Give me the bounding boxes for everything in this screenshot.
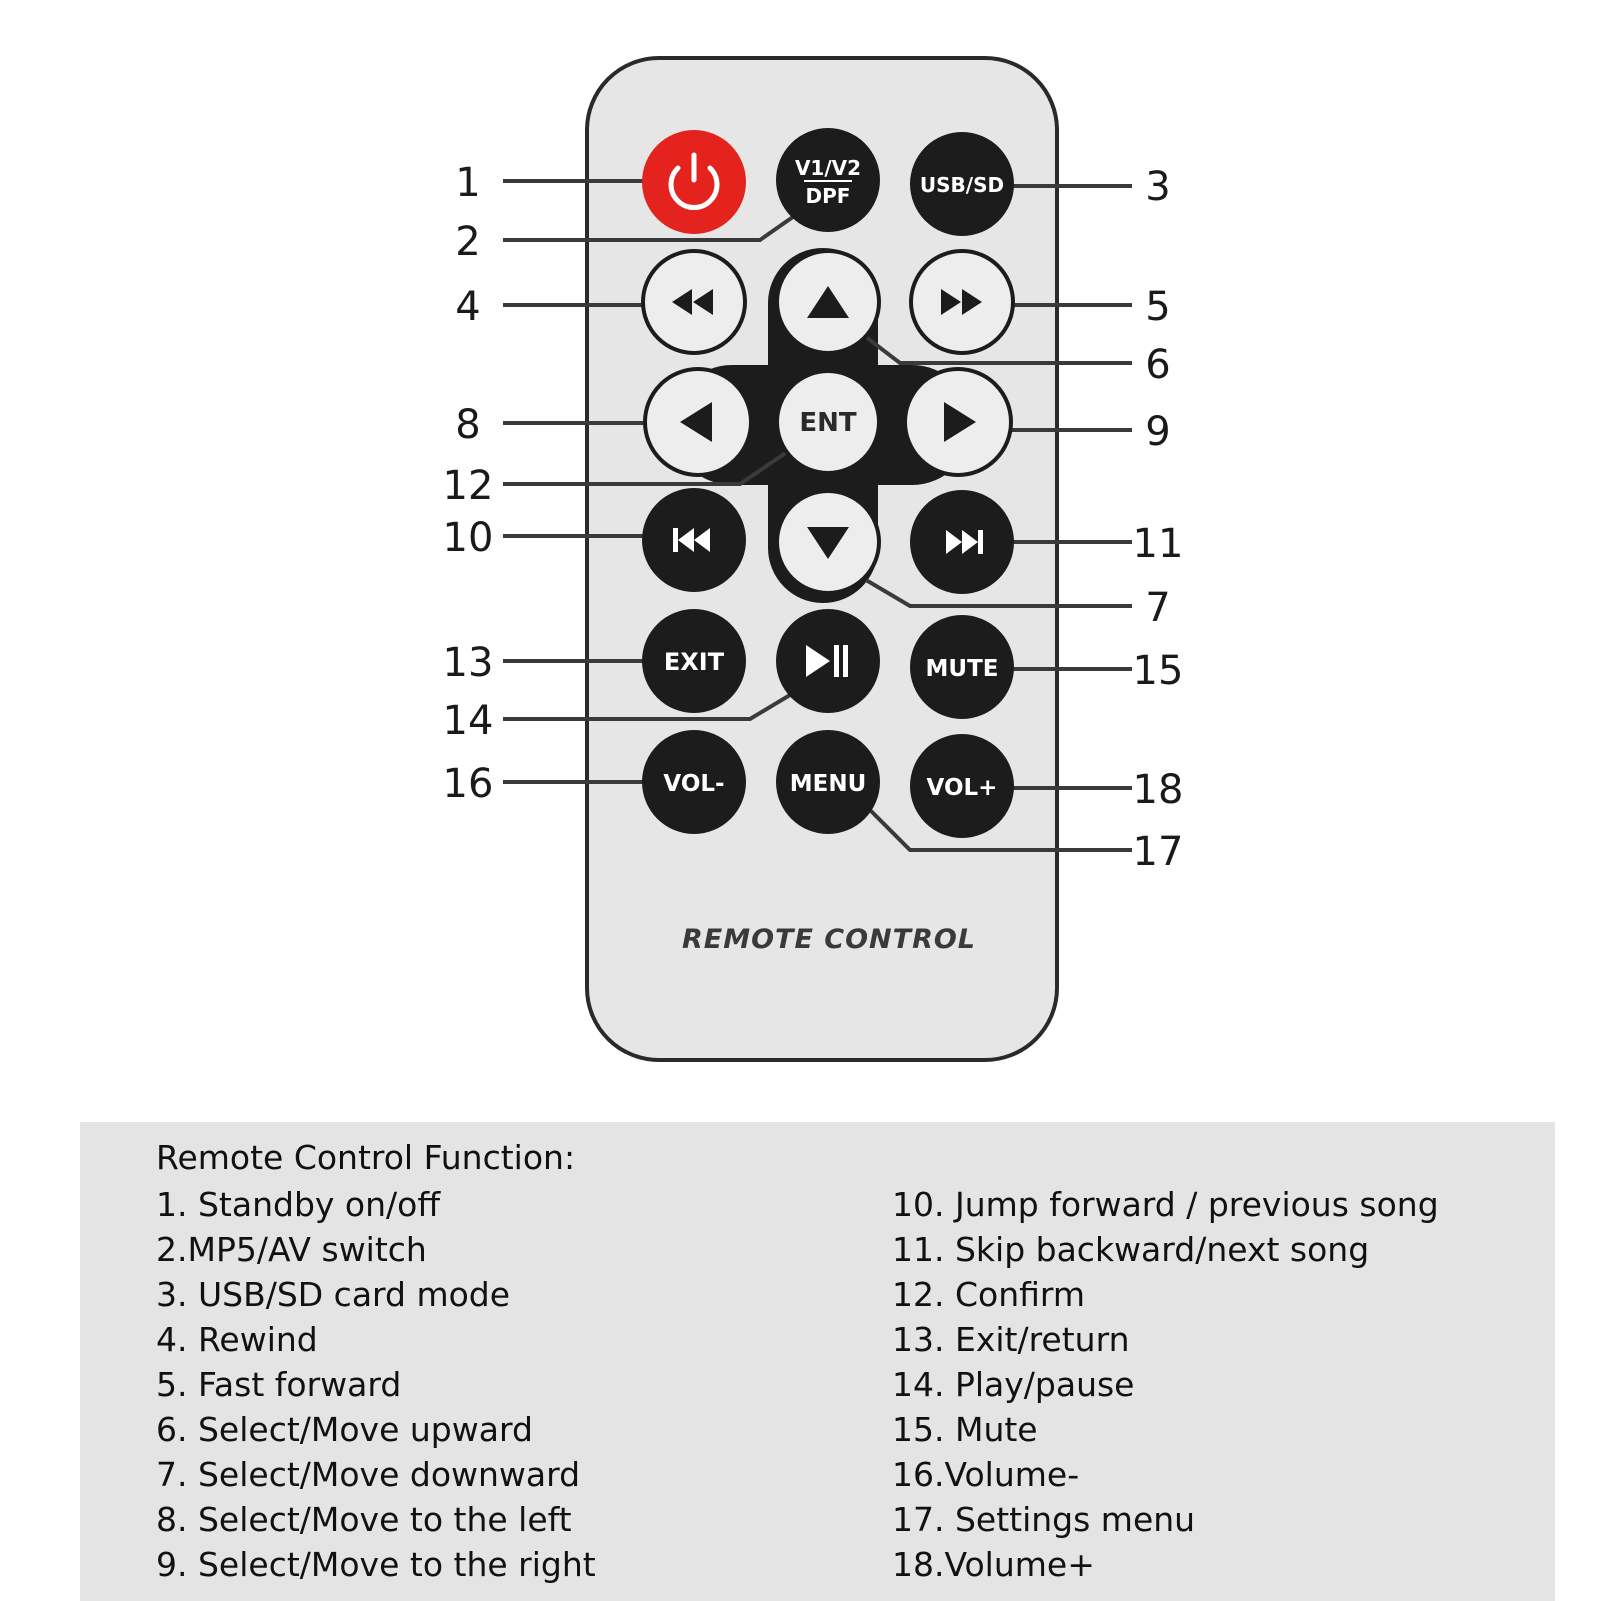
mute-label: MUTE <box>926 656 999 682</box>
power-icon <box>668 152 720 211</box>
callout-17: 17 <box>1133 829 1184 875</box>
legend-item: 1. Standby on/off <box>156 1185 441 1224</box>
power-button[interactable] <box>642 130 746 234</box>
callout-11: 11 <box>1133 521 1184 567</box>
legend-item: 14. Play/pause <box>892 1365 1135 1404</box>
leader-lines <box>503 179 1132 852</box>
menu-label: MENU <box>790 771 867 797</box>
callout-10: 10 <box>443 515 494 561</box>
volume-up-button[interactable]: VOL+ <box>910 734 1014 838</box>
legend-item: 15. Mute <box>892 1410 1038 1449</box>
previous-song-button[interactable] <box>642 488 746 592</box>
legend-item: 11. Skip backward/next song <box>892 1230 1370 1269</box>
legend-item: 8. Select/Move to the left <box>156 1500 572 1539</box>
legend-item: 4. Rewind <box>156 1320 318 1359</box>
down-button[interactable] <box>775 489 881 595</box>
callout-13: 13 <box>443 640 494 686</box>
callout-8: 8 <box>455 402 480 448</box>
function-legend: Remote Control Function: 1. Standby on/o… <box>80 1122 1555 1601</box>
ent-button[interactable]: ENT <box>775 369 881 475</box>
play-pause-icon <box>806 645 848 677</box>
remote-diagram: V1/V2 DPF USB/SD ENT <box>443 56 1184 1062</box>
next-song-button[interactable] <box>910 490 1014 594</box>
skip-previous-icon <box>673 528 710 552</box>
legend-item: 13. Exit/return <box>892 1320 1130 1359</box>
callout-5: 5 <box>1145 284 1170 330</box>
triangle-up-icon <box>807 286 849 318</box>
fast-forward-button[interactable] <box>909 249 1015 355</box>
mp5-av-top-label: V1/V2 <box>795 156 861 180</box>
left-button[interactable] <box>643 367 753 477</box>
fast-forward-icon <box>941 289 982 315</box>
mp5-av-bottom-label: DPF <box>806 184 851 208</box>
callout-4: 4 <box>455 284 480 330</box>
remote-control-label: REMOTE CONTROL <box>682 924 976 955</box>
usb-sd-button[interactable]: USB/SD <box>910 132 1014 236</box>
exit-label: EXIT <box>664 648 725 676</box>
rewind-button[interactable] <box>641 249 747 355</box>
callout-9: 9 <box>1145 409 1170 455</box>
triangle-right-icon <box>944 402 976 442</box>
legend-item: 17. Settings menu <box>892 1500 1196 1539</box>
legend-item: 18.Volume+ <box>892 1545 1095 1584</box>
callout-3: 3 <box>1145 164 1170 210</box>
rewind-icon <box>672 289 713 315</box>
callout-7: 7 <box>1145 585 1170 631</box>
legend-item: 7. Select/Move downward <box>156 1455 581 1494</box>
legend-item: 3. USB/SD card mode <box>156 1275 511 1314</box>
callout-6: 6 <box>1145 342 1170 388</box>
ent-label: ENT <box>799 408 857 438</box>
mp5-av-switch-button[interactable]: V1/V2 DPF <box>776 128 880 232</box>
callout-15: 15 <box>1133 648 1184 694</box>
legend-item: 12. Confirm <box>892 1275 1086 1314</box>
legend-item: 5. Fast forward <box>156 1365 402 1404</box>
legend-item: 16.Volume- <box>892 1455 1080 1494</box>
mute-button[interactable]: MUTE <box>910 615 1014 719</box>
legend-item: 10. Jump forward / previous song <box>892 1185 1439 1224</box>
callout-14: 14 <box>443 698 494 744</box>
legend-item: 6. Select/Move upward <box>156 1410 533 1449</box>
legend-item: 9. Select/Move to the right <box>156 1545 596 1584</box>
legend-left-column: 1. Standby on/off 2.MP5/AV switch 3. USB… <box>156 1182 596 1587</box>
up-button[interactable] <box>775 249 881 355</box>
callout-numbers: 1 2 3 4 5 6 7 8 9 10 11 12 13 14 15 16 1… <box>443 160 1184 875</box>
skip-next-icon <box>946 530 983 554</box>
vol-minus-label: VOL- <box>663 771 724 797</box>
vol-plus-label: VOL+ <box>927 775 998 801</box>
legend-title: Remote Control Function: <box>156 1138 576 1177</box>
usb-sd-label: USB/SD <box>920 173 1004 197</box>
callout-16: 16 <box>443 761 494 807</box>
callout-18: 18 <box>1133 767 1184 813</box>
menu-button[interactable]: MENU <box>776 730 880 834</box>
legend-item: 2.MP5/AV switch <box>156 1230 427 1269</box>
volume-down-button[interactable]: VOL- <box>642 730 746 834</box>
triangle-left-icon <box>680 402 712 442</box>
callout-2: 2 <box>455 219 480 265</box>
callout-1: 1 <box>455 160 480 206</box>
callout-12: 12 <box>443 463 494 509</box>
right-button[interactable] <box>903 367 1013 477</box>
triangle-down-icon <box>807 527 849 559</box>
play-pause-button[interactable] <box>776 609 880 713</box>
exit-button[interactable]: EXIT <box>642 609 746 713</box>
legend-right-column: 10. Jump forward / previous song 11. Ski… <box>892 1182 1439 1587</box>
